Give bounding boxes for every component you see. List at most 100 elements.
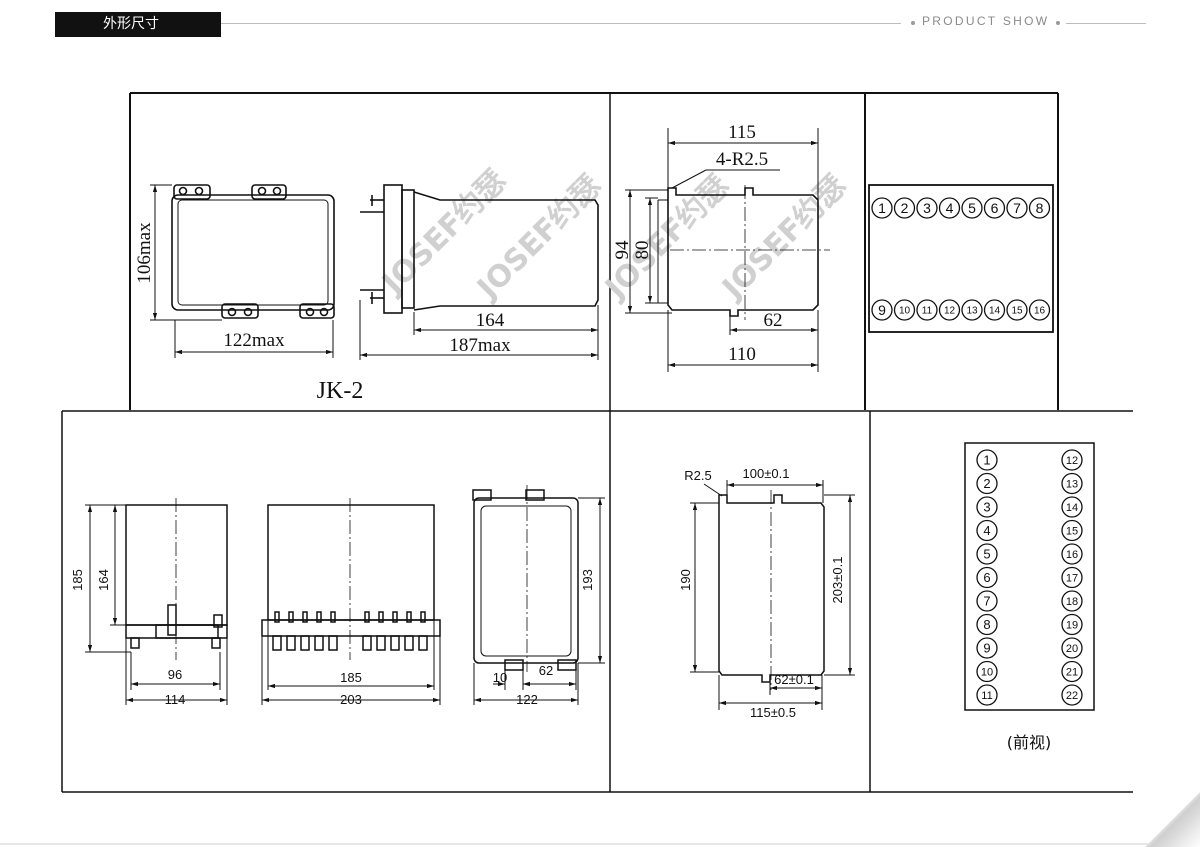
terminal-number: 17: [1066, 572, 1078, 584]
terminal-circle: [983, 299, 1006, 321]
terminal-number: 15: [1011, 306, 1023, 317]
terminal-circle: [916, 197, 938, 219]
terminal-number: 13: [966, 306, 978, 317]
terminal-number: 14: [989, 306, 1001, 317]
terminal-number: 15: [1066, 525, 1078, 537]
front-view-label: (前视): [1007, 733, 1052, 752]
terminal-stud: [288, 611, 294, 623]
terminal-circle: [871, 299, 893, 321]
terminal-number: 16: [1034, 306, 1046, 317]
terminal-stud: [316, 611, 322, 623]
terminal-number: 5: [983, 547, 990, 562]
terminal-circle: [976, 660, 998, 683]
terminal-number: 16: [1066, 549, 1078, 561]
header-dot-left: [911, 21, 915, 25]
jk2-labels: 106max 122max 164 187max JK-2: [134, 222, 511, 404]
terminal-number: 2: [901, 200, 909, 216]
terminal-number: 7: [1013, 200, 1021, 216]
cutout-bottom-top-label: 100±0.1: [743, 466, 790, 481]
terminal-pin: [300, 635, 310, 651]
terminal-circle: [983, 197, 1006, 219]
terminal-number: 8: [983, 617, 990, 632]
terminal-number: 18: [1066, 596, 1078, 608]
terminal-circle: [938, 299, 961, 321]
bl-side-w-outer-label: 114: [165, 692, 186, 707]
terminal-pin: [376, 635, 386, 651]
cutout-top-width-label: 115: [728, 122, 756, 143]
bl-back-w-outer-label: 122: [516, 692, 538, 707]
terminal-number: 10: [899, 306, 911, 317]
terminal-circle: [961, 197, 983, 219]
terminal-circle: [916, 299, 938, 321]
terminal-number: 6: [991, 200, 999, 216]
terminal-circle: [1061, 566, 1083, 589]
jk2-dimensions: [150, 184, 599, 360]
terminal-pin: [418, 635, 428, 651]
bl-side-h-total-label: 185: [70, 569, 85, 591]
terminal-circle: [1061, 637, 1083, 659]
jk2-front-view: [171, 184, 335, 319]
cutout-bottom-radius-label: R2.5: [684, 468, 711, 483]
bl-front-view: [261, 498, 441, 660]
section-tab: 外形尺寸: [55, 12, 221, 37]
bl-front-w-body-label: 185: [340, 670, 362, 685]
terminal-circle: [1061, 613, 1083, 636]
terminal-circle: [976, 543, 998, 565]
bl-side-view: [125, 498, 228, 660]
terminal-number: 3: [923, 200, 931, 216]
terminal-number: 20: [1066, 643, 1078, 655]
terminal-circle: [1006, 299, 1028, 321]
bl-back-w-inner-label: 62: [539, 663, 553, 678]
bl-back-tab-label: 10: [493, 670, 507, 685]
model-label: JK-2: [317, 378, 364, 404]
cutout-bottom-bottom-label: 115±0.5: [750, 705, 796, 720]
bl-back-view: [472, 485, 579, 672]
cutout-bottom-height-right-label: 203±0.1: [830, 557, 845, 604]
terminal-stud: [274, 611, 280, 623]
terminal-circle: [976, 613, 998, 636]
terminal-stud: [420, 611, 426, 623]
brand-text: PRODUCT SHOW: [922, 14, 1050, 28]
terminal-circle: [1061, 472, 1083, 495]
terminal-circle: [893, 299, 916, 321]
terminal-circle: [976, 496, 998, 518]
terminal-pin: [286, 635, 296, 651]
terminal-stud: [406, 611, 412, 623]
terminal-circle: [976, 566, 998, 589]
terminal-block-22: [964, 442, 1095, 711]
terminal-circle: [976, 637, 998, 659]
cutout-bottom-dimensions: [690, 480, 855, 710]
terminal-pin: [314, 635, 324, 651]
terminal-circle: [871, 197, 893, 219]
terminal-number: 3: [983, 500, 990, 515]
terminal-circle: [1028, 197, 1051, 219]
terminal-number: 19: [1066, 619, 1078, 631]
jk2-side-view: [360, 184, 599, 314]
header-dot-right: [1056, 21, 1060, 25]
bl-side-h-body-label: 164: [96, 569, 111, 591]
bl-labels: 185 164 96 114 185 203 193 10 62 122: [70, 569, 595, 707]
terminal-circle: [1006, 197, 1028, 219]
terminal-stud: [302, 611, 308, 623]
terminal-number: 7: [983, 594, 990, 609]
terminal-number: 1: [983, 453, 990, 468]
terminal-number: 9: [983, 641, 990, 656]
terminal-stud: [378, 611, 384, 623]
watermark-4: JOSEF约瑟: [714, 168, 853, 307]
cutout-top-outer-h-label: 94: [612, 240, 633, 260]
terminal-number: 10: [981, 666, 993, 678]
jk2-depth-total-label: 187max: [449, 335, 511, 356]
cutout-top-bottom-inner-label: 62: [764, 310, 783, 331]
terminal-number: 11: [981, 690, 992, 702]
terminal-circle: [961, 299, 983, 321]
terminal-number: 4: [983, 523, 990, 538]
panel-frames: [61, 92, 1133, 793]
cutout-top-bottom-label: 110: [728, 344, 756, 365]
terminal-number: 12: [1066, 455, 1078, 467]
cutout-top-radius-label: 4-R2.5: [716, 149, 768, 170]
terminal-circle: [1061, 543, 1083, 565]
terminal-circle: [1028, 299, 1051, 321]
watermark-3: JOSEF约瑟: [597, 168, 736, 307]
